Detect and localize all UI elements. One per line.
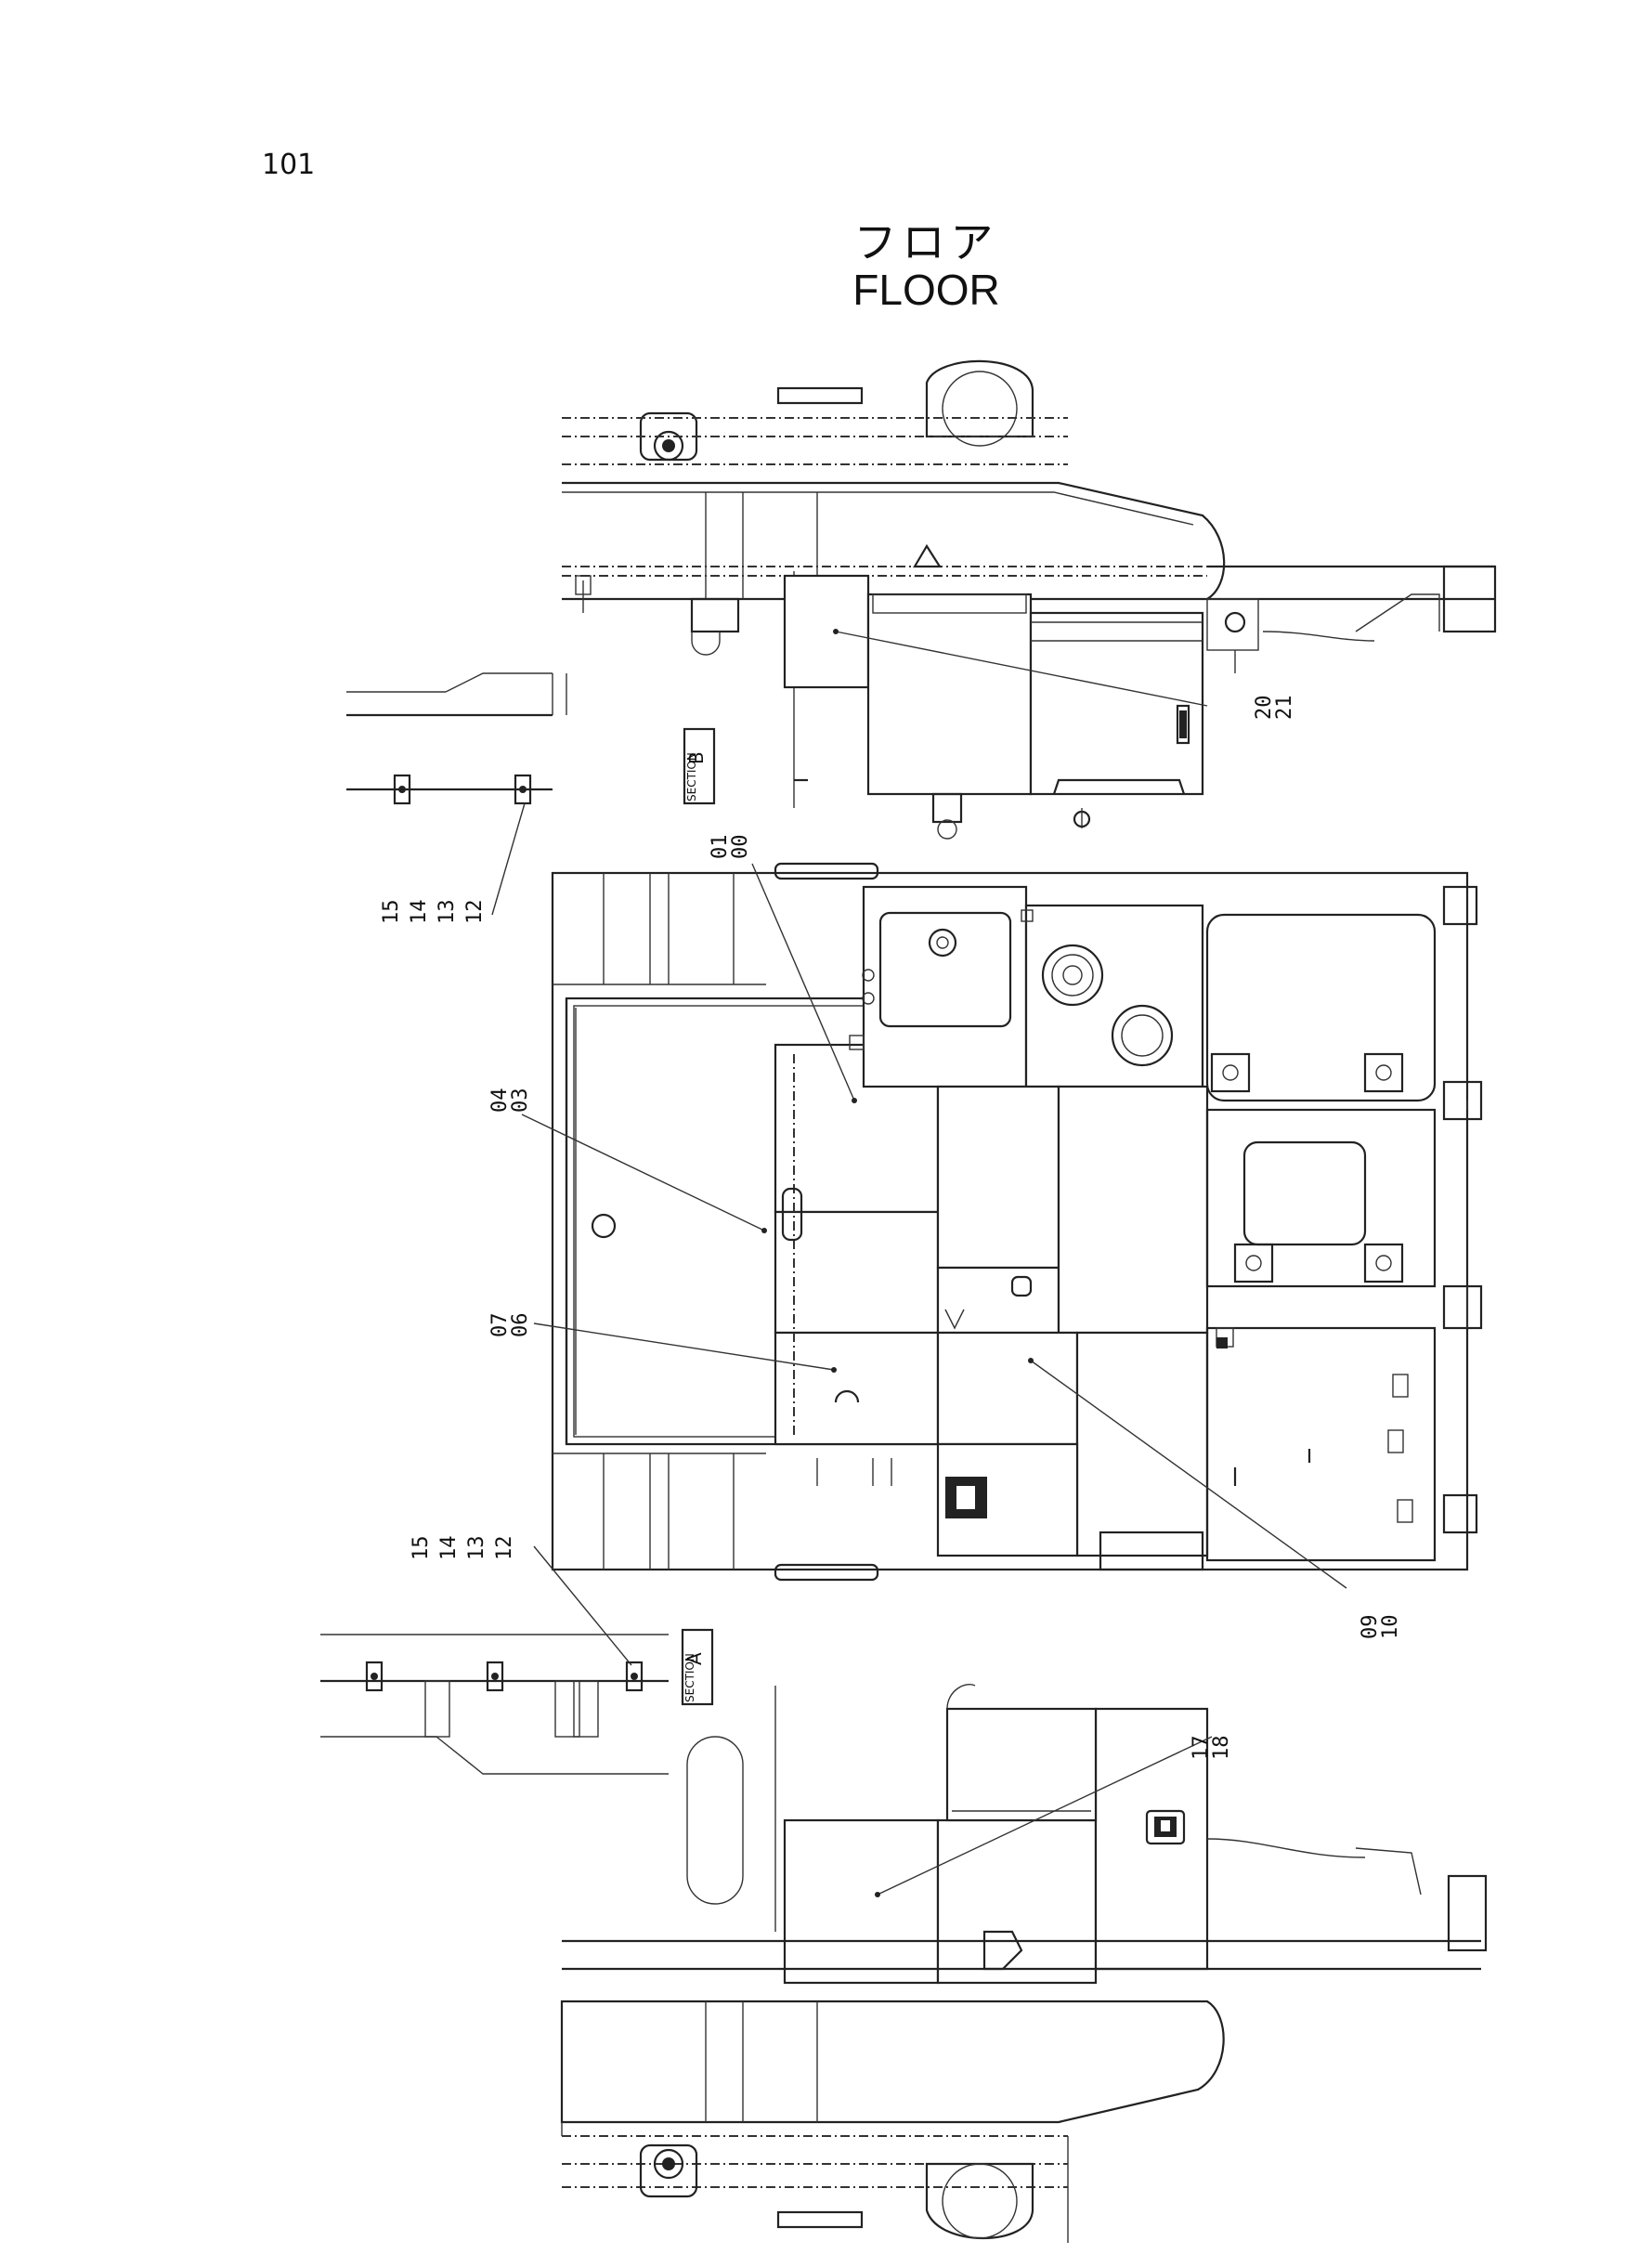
callout-17-18: 17 18	[1190, 1736, 1233, 1761]
top-floor-plate	[783, 574, 1204, 840]
callout-14-a: 14	[437, 1536, 461, 1561]
callout-01: 01	[709, 835, 732, 860]
section-a-text: SECTION	[683, 1653, 696, 1702]
middle-frame	[551, 862, 1483, 1582]
callout-20: 20	[1253, 696, 1276, 721]
section-a-label: A SECTION	[681, 1628, 714, 1706]
section-b-label: B SECTION	[683, 727, 716, 805]
section-a-detail	[320, 1634, 669, 1775]
title-japanese: フロア	[853, 217, 999, 267]
page-number: 101	[262, 149, 316, 181]
section-b-text: SECTION	[685, 752, 698, 801]
callout-12-a: 12	[493, 1536, 516, 1561]
section-b-detail	[346, 672, 567, 805]
callout-15-b: 15	[380, 900, 403, 925]
callout-15-12-b: 15 14 13 12	[380, 900, 487, 925]
callout-09-10: 09 10	[1359, 1615, 1402, 1640]
callout-07: 07	[488, 1313, 512, 1338]
callout-01-00: 01 00	[709, 835, 752, 860]
callout-14-b: 14	[408, 900, 431, 925]
callout-04: 04	[488, 1088, 512, 1114]
bottom-track-assembly	[560, 1684, 1488, 2243]
callout-12-b: 12	[463, 900, 487, 925]
callout-03: 03	[509, 1088, 532, 1114]
callout-00: 00	[729, 835, 752, 860]
callout-15-a: 15	[410, 1536, 433, 1561]
callout-17: 17	[1190, 1736, 1213, 1761]
callout-10: 10	[1379, 1615, 1402, 1640]
callout-20-21: 20 21	[1253, 696, 1296, 721]
callout-15-12-a: 15 14 13 12	[410, 1536, 516, 1561]
callout-06: 06	[509, 1313, 532, 1338]
leader-lines	[491, 629, 1347, 1897]
section-a-letter: A	[683, 1652, 706, 1665]
callout-13-b: 13	[436, 900, 459, 925]
callout-13-a: 13	[465, 1536, 488, 1561]
callout-09: 09	[1359, 1615, 1382, 1640]
callout-07-06: 07 06	[488, 1313, 532, 1338]
section-b-letter: B	[685, 751, 708, 764]
title-english: FLOOR	[852, 266, 1000, 314]
callout-21: 21	[1273, 696, 1296, 721]
callout-18: 18	[1210, 1736, 1233, 1761]
callout-04-03: 04 03	[488, 1088, 532, 1114]
